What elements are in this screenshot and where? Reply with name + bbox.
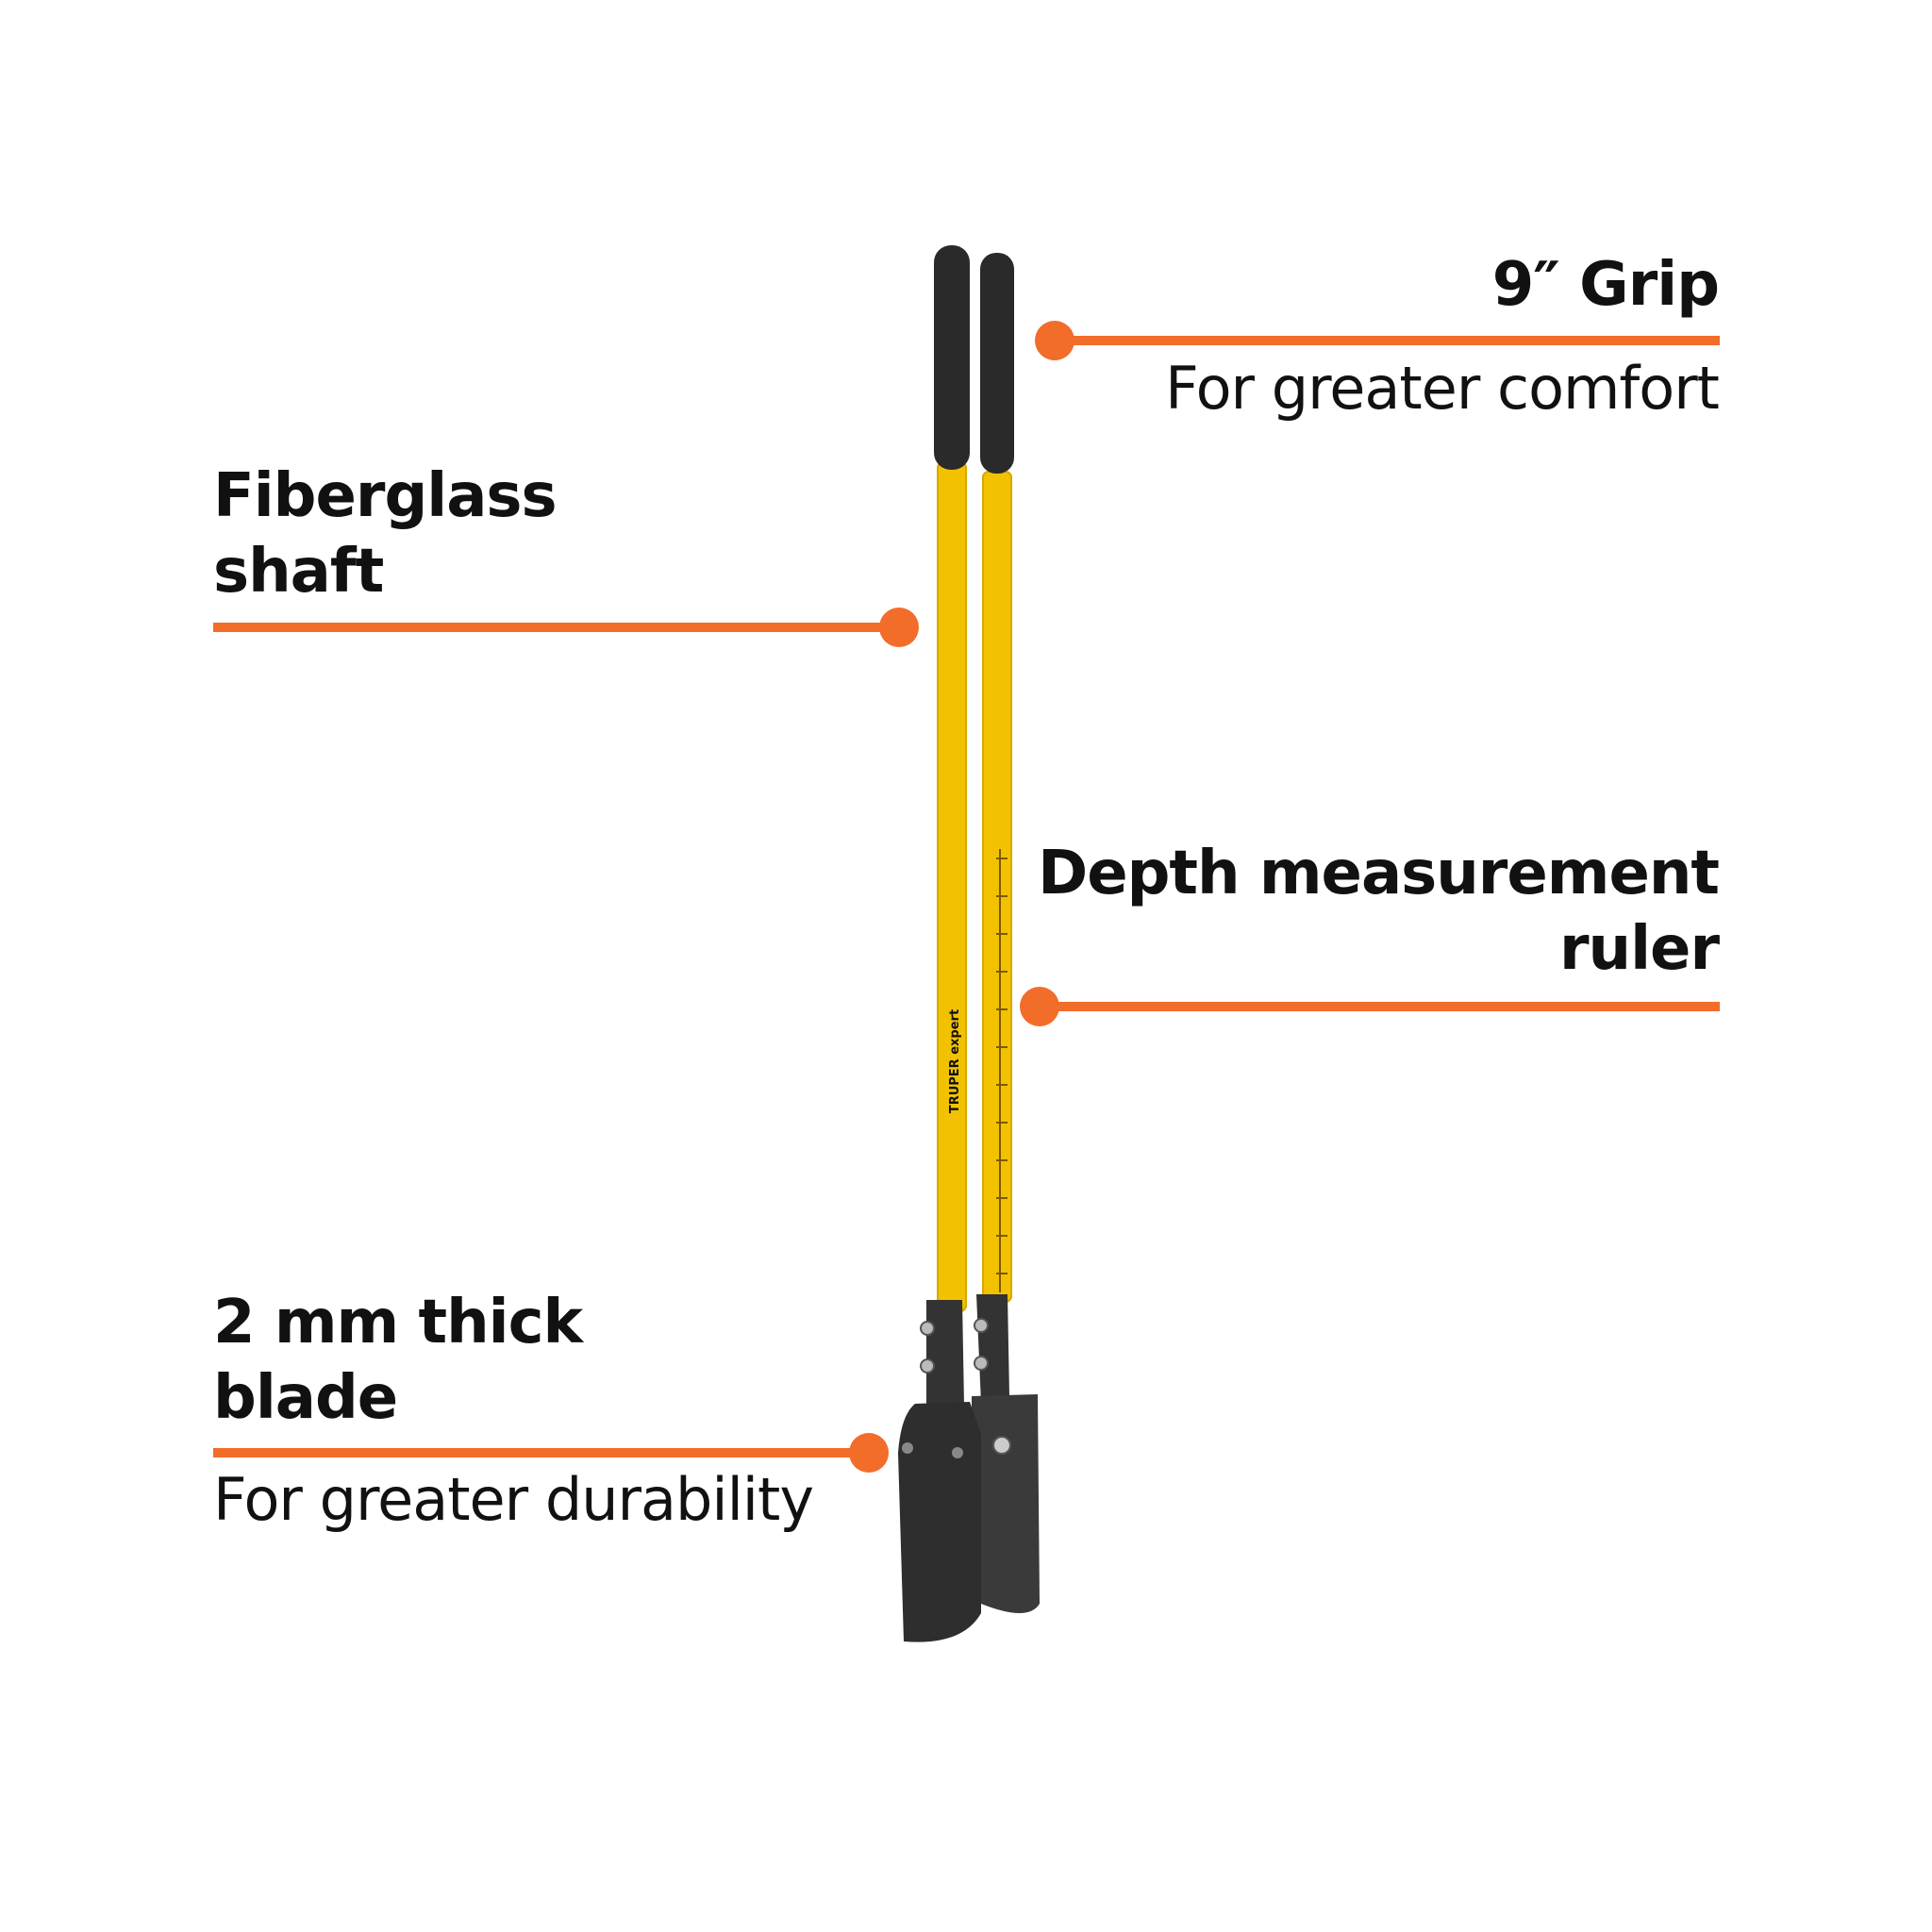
grip-title: 9″ Grip (1491, 250, 1720, 320)
right-collar (976, 1294, 1009, 1404)
shaft-leader-line (213, 623, 892, 632)
brand-label: TRUPER expert (948, 1009, 962, 1113)
front-blade (898, 1402, 981, 1642)
shaft-title-line2: shaft (213, 537, 384, 607)
ruler-leader-line (1038, 1002, 1720, 1011)
ruler-title-line1: Depth measurement (1038, 839, 1720, 908)
left-shaft (937, 461, 967, 1312)
blade-subtitle: For greater durability (213, 1465, 814, 1534)
depth-ruler (996, 849, 1008, 1292)
grip-leader-line (1052, 336, 1720, 345)
ruler-title-line2: ruler (1558, 914, 1720, 984)
blade-title-line2: blade (213, 1363, 398, 1433)
back-blade (972, 1394, 1040, 1613)
grip-subtitle: For greater comfort (1165, 354, 1720, 423)
shaft-title-line1: Fiberglass (213, 461, 558, 531)
right-shaft (982, 471, 1012, 1303)
shaft-callout-dot (879, 608, 919, 647)
blade-title-line1: 2 mm thick (213, 1288, 583, 1357)
right-grip (980, 253, 1014, 474)
left-grip (934, 245, 970, 470)
blade-leader-line (213, 1448, 864, 1457)
left-collar (926, 1300, 964, 1415)
blade-callout-dot (849, 1433, 889, 1473)
